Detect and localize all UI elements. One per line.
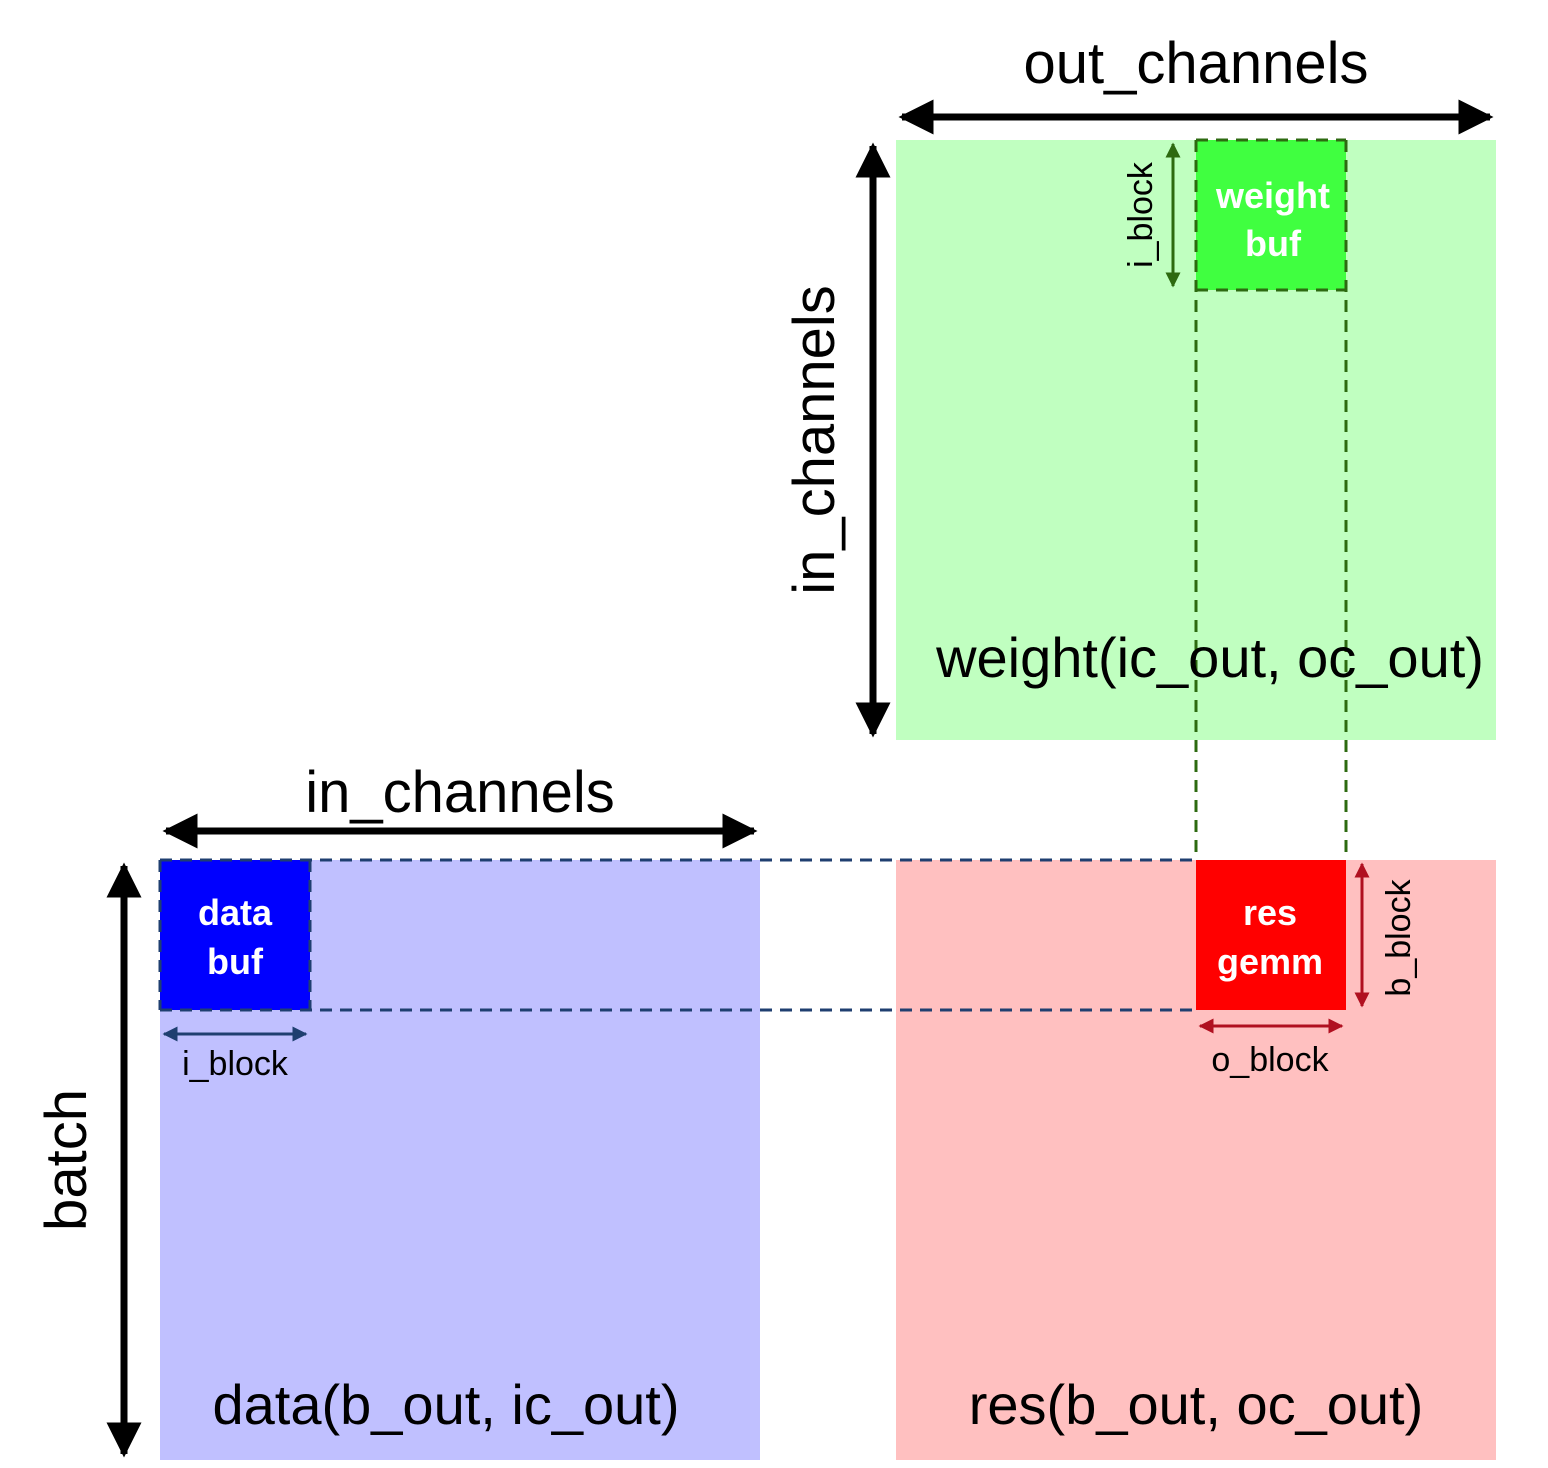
data-row-guides <box>158 858 1196 1012</box>
data-buf-block <box>160 860 310 1010</box>
weight-matrix-label: weight(ic_out, oc_out) <box>935 626 1484 689</box>
weight-buf-block <box>1196 140 1346 290</box>
res-b-block-label: b_block <box>1380 878 1418 996</box>
res-gemm-label-line2: gemm <box>1217 941 1323 982</box>
weight-buf-label-line1: weight <box>1215 175 1330 216</box>
weight-column-guides <box>1194 138 1348 860</box>
batch-label: batch <box>34 1089 99 1231</box>
weight-i-block-label: i_block <box>1122 161 1160 268</box>
res-o-block-label: o_block <box>1211 1041 1329 1079</box>
data-i-block-label: i_block <box>182 1045 289 1083</box>
res-matrix-label: res(b_out, oc_out) <box>969 1373 1423 1436</box>
out-channels-label: out_channels <box>1023 31 1368 96</box>
weight-buf-label-line2: buf <box>1245 223 1302 264</box>
data-matrix-label: data(b_out, ic_out) <box>213 1373 680 1436</box>
weight-in-channels-label: in_channels <box>782 285 847 595</box>
res-gemm-label-line1: res <box>1243 892 1297 933</box>
res-gemm-block <box>1196 860 1346 1010</box>
data-in-channels-label: in_channels <box>305 760 615 825</box>
data-buf-label-line1: data <box>198 892 273 933</box>
data-buf-label-line2: buf <box>207 941 264 982</box>
